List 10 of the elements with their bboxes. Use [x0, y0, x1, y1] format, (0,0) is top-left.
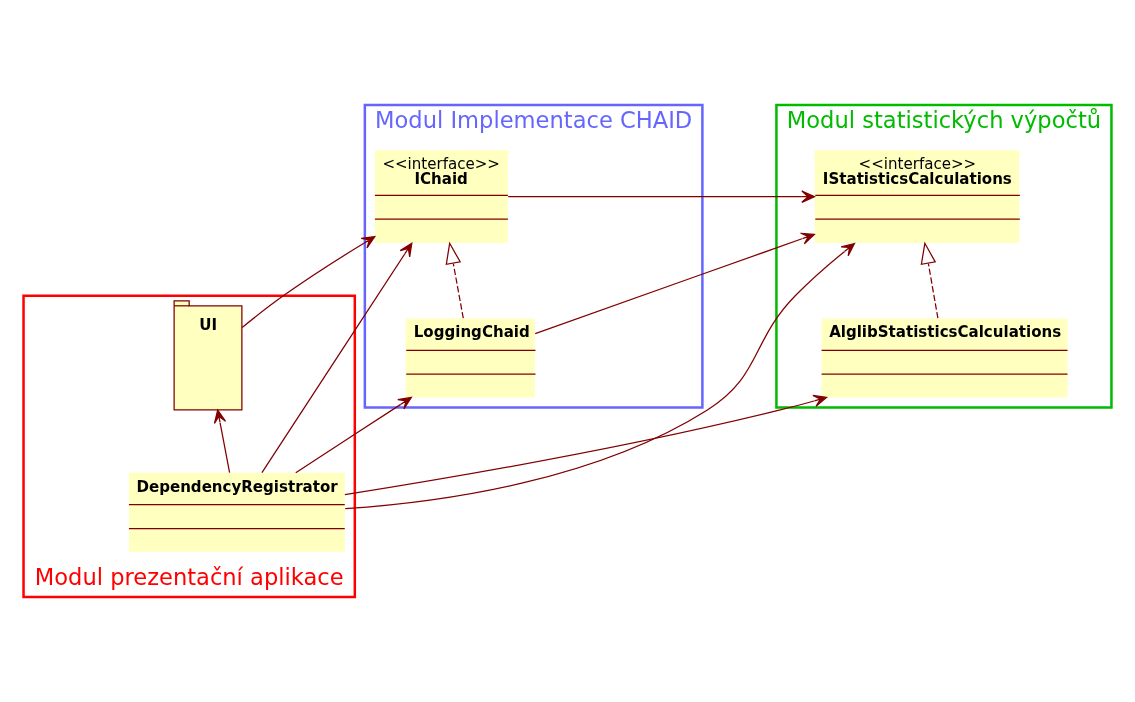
- arrow: [507, 190, 816, 203]
- arrow: [213, 409, 231, 474]
- arrow: [534, 232, 815, 335]
- arrow: [261, 242, 413, 474]
- arrow: [344, 394, 828, 496]
- arrow: [920, 241, 939, 319]
- arrow: [445, 241, 464, 319]
- arrow: [344, 242, 856, 510]
- arrow: [295, 396, 412, 474]
- arrow: [241, 235, 376, 329]
